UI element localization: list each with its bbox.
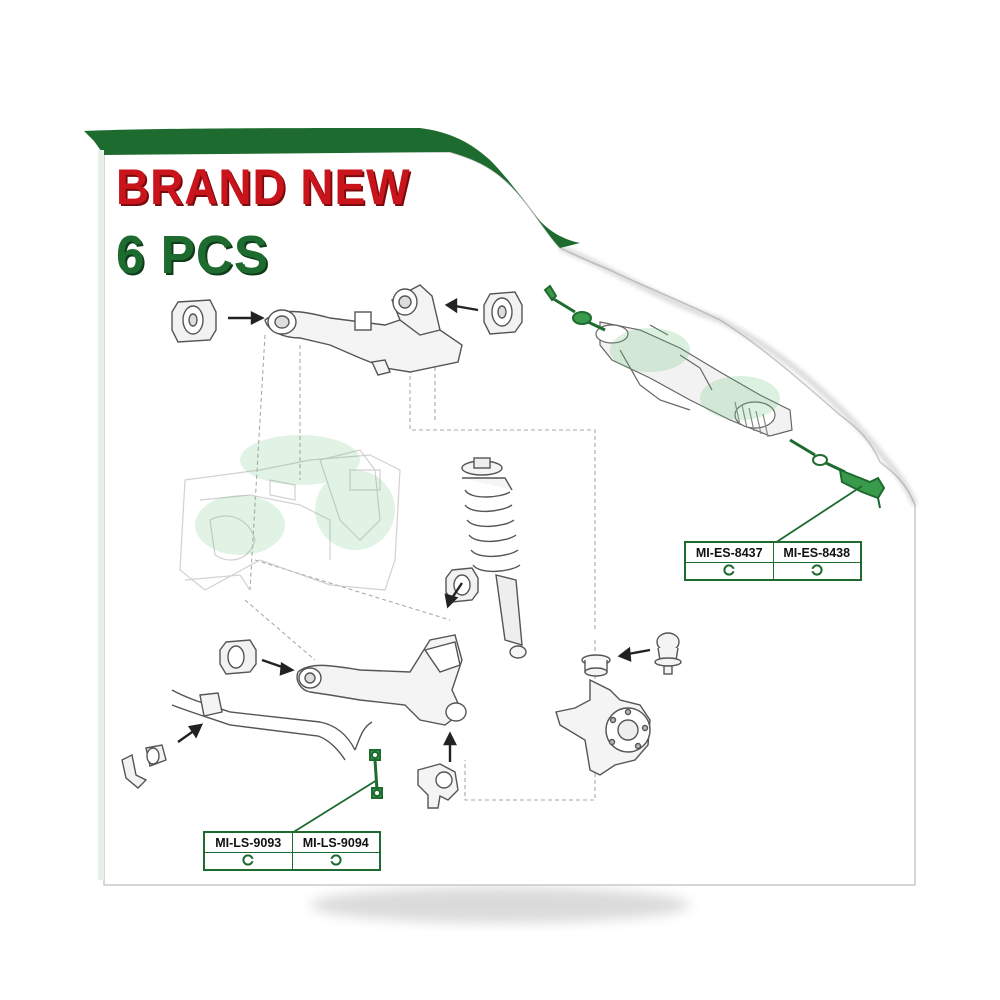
arrow-icon bbox=[177, 297, 651, 762]
left-band-fade bbox=[98, 150, 104, 880]
tie-rod-left-part-number: MI-ES-8437 bbox=[684, 541, 774, 563]
right-side-symbol-icon bbox=[329, 853, 342, 866]
tie-rod-part-table: MI-ES-8437 MI-ES-8438 bbox=[684, 541, 862, 581]
sway-bar-bushing bbox=[121, 744, 167, 789]
tie-rod-end-right bbox=[789, 438, 886, 509]
green-top-band bbox=[84, 128, 580, 248]
quantity-headline: 6 PCS bbox=[116, 225, 270, 285]
lower-control-arm bbox=[296, 634, 467, 726]
left-side-symbol-icon bbox=[723, 563, 736, 576]
subframe-highlight bbox=[195, 435, 395, 555]
upper-bushing-left bbox=[171, 299, 217, 343]
upper-ball-joint bbox=[654, 632, 682, 675]
coilover-strut bbox=[461, 457, 527, 659]
subframe-faint bbox=[179, 449, 401, 591]
sway-link-part bbox=[369, 749, 383, 799]
upper-bushing-right bbox=[483, 291, 523, 335]
lower-ball-joint bbox=[417, 763, 459, 809]
steering-knuckle bbox=[555, 654, 651, 776]
brand-new-headline: BRAND NEW bbox=[116, 159, 411, 215]
sheet-shadow bbox=[310, 887, 690, 923]
rack-highlight bbox=[610, 328, 780, 420]
sway-link-leader-line bbox=[291, 779, 378, 834]
left-side-symbol-icon bbox=[242, 853, 255, 866]
upper-control-arm bbox=[264, 284, 463, 376]
torn-edge-shadow bbox=[559, 245, 918, 507]
tie-rod-leader-line bbox=[774, 485, 863, 544]
sway-bar bbox=[171, 689, 373, 761]
right-side-symbol-icon bbox=[810, 563, 823, 576]
sway-link-part-table: MI-LS-9093 MI-LS-9094 bbox=[203, 831, 381, 871]
lower-bushing-front bbox=[219, 639, 257, 675]
sway-link-right-part-number: MI-LS-9094 bbox=[291, 831, 381, 853]
sway-link-left-part-number: MI-LS-9093 bbox=[203, 831, 293, 853]
tie-rod-right-part-number: MI-ES-8438 bbox=[772, 541, 862, 563]
tie-rod-end-left bbox=[543, 284, 606, 332]
steering-rack bbox=[595, 321, 793, 438]
